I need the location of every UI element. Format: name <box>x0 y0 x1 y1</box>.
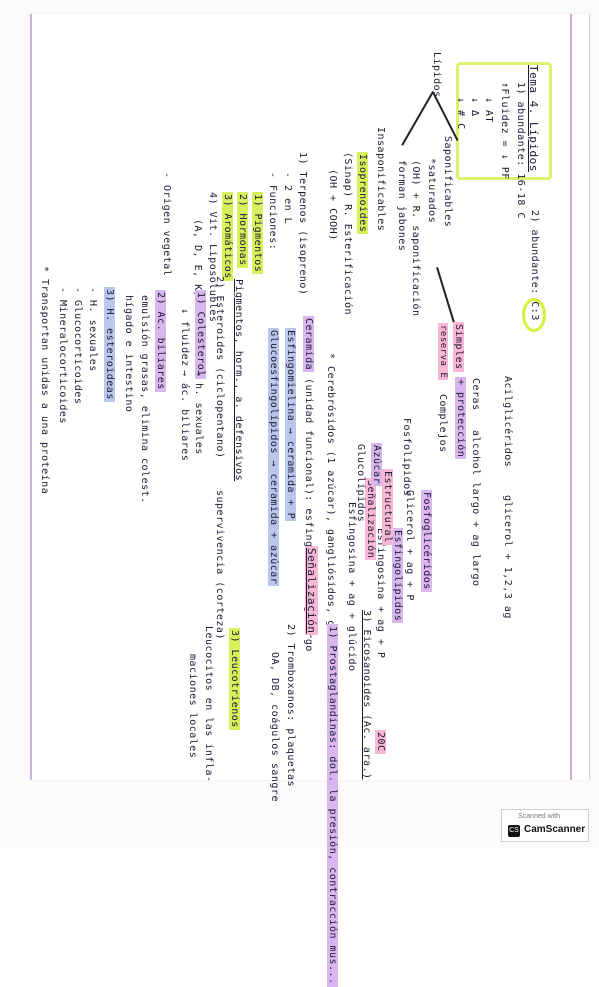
green-circle-c3 <box>522 298 546 332</box>
notebook-page <box>30 14 590 780</box>
glicerol-ag-note: Glicerol + ag + P <box>404 490 415 601</box>
esfingolipidos-label: Esfingolípidos <box>392 528 403 624</box>
emulsion-note: emulsión grasas, elimina colest. <box>139 295 150 504</box>
colesterol-label: 1) Colesterol <box>195 290 206 379</box>
proteccion-label: + protección <box>455 377 466 460</box>
sexuales-note: - H. sexuales <box>87 287 98 372</box>
simples-label: Simples <box>453 322 464 372</box>
ceras-label: Ceras <box>470 378 481 411</box>
glucoesfingolipidos-label: Glucoesfingolípidos → ceramida + azúcar <box>268 328 279 587</box>
isoprenoid-item-9: - Origen vegetal <box>161 172 172 277</box>
glycerol-note: glicerol + 1,2,3 ag <box>502 495 513 619</box>
estructural-label: Estructural <box>382 469 393 545</box>
branch-line-2 <box>401 91 434 146</box>
tromboxanos-label: 2) Tromboxanos: plaquetas <box>285 624 296 788</box>
esfingomielina-label: Esfingomielina → ceramida + P <box>285 328 296 522</box>
camscanner-logo-icon: CS <box>508 825 520 837</box>
left-note-5: ↓ # C <box>455 97 466 130</box>
isoprenoid-item-3: - Funciones: <box>267 172 278 251</box>
supervivencia-note: supervivencia (corteza) <box>214 490 225 640</box>
senalizacion-big-label: Señalización <box>305 546 318 636</box>
fluidez-note: ↓ fluidez <box>179 308 190 367</box>
ac-biliares-arrow: → ác. biliares <box>179 370 190 462</box>
saponificables-label: Saponificables <box>442 136 453 228</box>
reserve-label: reserva E <box>438 323 448 381</box>
isoprenoid-item-6: 3) Aromáticos <box>222 192 233 281</box>
esfingosina-note: Esfingosina + ag + P <box>375 528 386 659</box>
fosfolipidos-label: Fosfolípidos <box>401 418 412 497</box>
ac-biliares-label: 2) Ac. biliares <box>155 290 166 392</box>
left-note-4: ↓ Δ <box>469 97 480 117</box>
saturated-note: *saturados <box>426 158 437 224</box>
h-sexuales-note: → h. sexuales <box>193 370 204 455</box>
esteroideas-label: 3) H. esteroideas <box>104 287 115 402</box>
esfingosina-ag-glucido: Esfingosina + ag + glúcido <box>346 502 357 672</box>
corticoides-note: - Glucocorticoides <box>72 287 83 405</box>
esteroides-heading: 2) Esteroides (ciclopentano) <box>214 276 225 459</box>
isoprenoid-item-5: 2) Hormonas <box>237 192 248 268</box>
saponification-note: (OH) + R. saponificación <box>410 160 421 317</box>
scanned-with-label: Scanned with <box>518 813 561 820</box>
isoprenoid-item-1: 1) Terpenos (isopreno) <box>297 152 308 296</box>
camscanner-watermark: Scanned with CS CamScanner <box>501 809 589 842</box>
left-note-1: 1) abundante: 16-18 C <box>515 82 526 219</box>
isoprenoid-item-8: (A, D, E, K) <box>192 219 203 298</box>
senalizacion-small-label: Señalización <box>365 478 376 561</box>
pigmentos-heading: Pigmentos, horm., a. defensivos <box>233 279 244 482</box>
oh-cooh-note: (OH + COOH) <box>327 169 338 241</box>
camscanner-brand: CamScanner <box>524 824 586 835</box>
complejos-label: Complejos <box>437 394 448 453</box>
otros-note: OA, DB, coágulos sangre <box>269 652 280 802</box>
higado-note: hígado e intestino <box>123 295 134 413</box>
notebook-margin-line <box>570 14 572 780</box>
leucotrienos-label: 3) Leucotrienos <box>229 628 240 730</box>
isoprenoides-highlight: Isoprenoides <box>357 152 368 235</box>
left-note-2: ↑Fluidez = ↓ PF <box>499 82 510 180</box>
soaps-note: forman jabones <box>396 160 407 252</box>
ceramida-label: Ceramida <box>303 316 314 373</box>
inflamacion-note: maciones locales <box>187 654 198 759</box>
carbon-unit: 20C <box>375 730 386 754</box>
leucocitos-note: Leucocitos en las infla- <box>203 626 214 783</box>
rotated-handwritten-notes: Tema 4. Lípidos 1) abundante: 16-18 C ↑F… <box>39 40 560 987</box>
isoprenoid-item-4: 1) Pigmentos <box>252 192 263 275</box>
eicosanoides-heading: 3) Eicosanoides (Ac. ara.) <box>361 610 372 780</box>
ceras-description: alcohol largo + ag largo <box>470 430 481 587</box>
azucar-label: Azúcar <box>371 443 382 487</box>
prostaglandinas-label: 1) Prostaglandinas: dol. la presión, con… <box>327 624 338 987</box>
left-note-3: ↓ AT <box>483 97 494 124</box>
esterification-note: (Sinap) R. Esterificación <box>342 152 353 316</box>
isoprenoid-item-2: - 2 en L <box>282 172 293 225</box>
transportan-note: * Transportan unidas a una proteína <box>39 266 50 495</box>
acilgliceridos-label: Acilglicéridos <box>502 376 513 468</box>
insaponificables-label: Insaponificables <box>375 127 386 232</box>
mineralocorticoides-note: - Mineralocorticoides <box>57 287 68 424</box>
fosfogliceridos-label: Fosfoglicéridos <box>421 490 432 592</box>
